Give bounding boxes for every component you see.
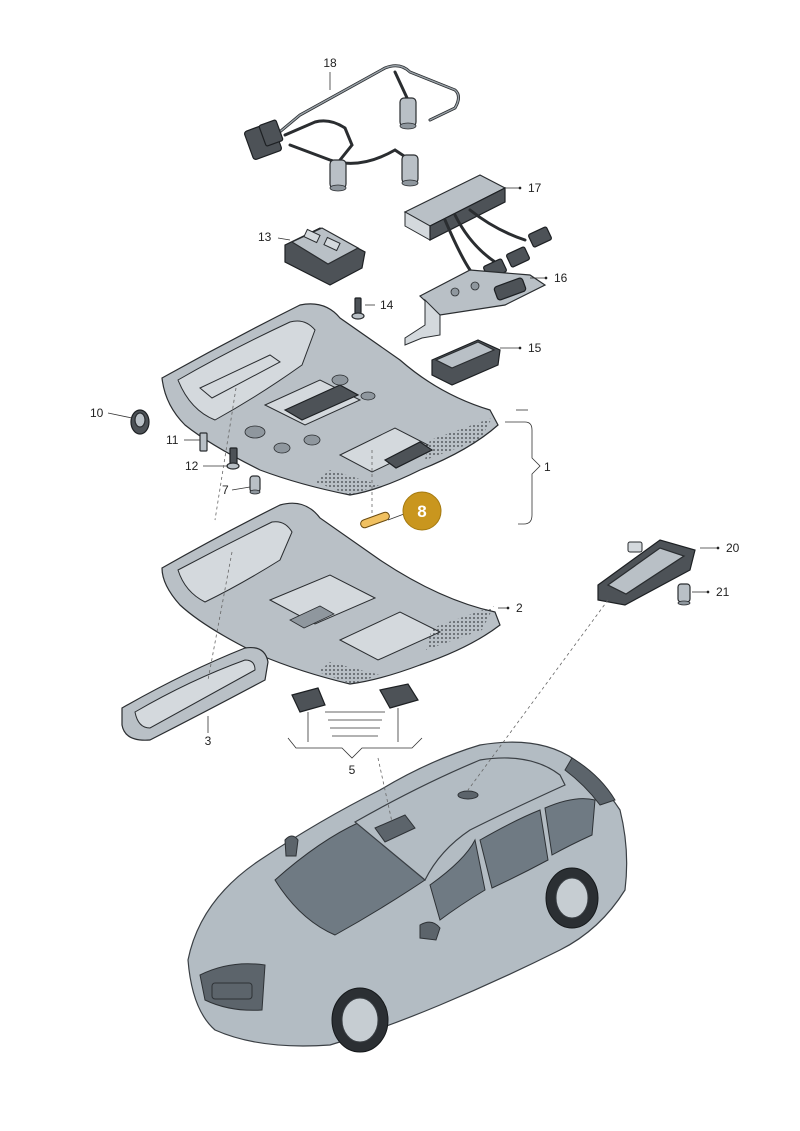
highlight-badge[interactable] bbox=[402, 491, 442, 531]
light-part-20 bbox=[597, 539, 696, 606]
switch-module-part-13 bbox=[284, 227, 366, 286]
callout-14: 14 bbox=[380, 298, 394, 312]
callout-11: 11 bbox=[166, 433, 179, 447]
highlight-badge-label: 8 bbox=[417, 502, 426, 521]
clip-set-part-5 bbox=[291, 683, 419, 737]
callout-21: 21 bbox=[716, 585, 730, 599]
callout-1: 1 bbox=[544, 460, 551, 474]
callout-18: 18 bbox=[323, 56, 337, 70]
leader-lines bbox=[107, 72, 720, 823]
callout-12: 12 bbox=[185, 459, 199, 473]
screw-part-14 bbox=[351, 297, 365, 320]
highlight-callout-8[interactable]: 8 bbox=[402, 491, 442, 531]
bulb-part-7 bbox=[249, 475, 261, 495]
clip-part-10 bbox=[130, 409, 150, 435]
clip-part-11 bbox=[199, 432, 208, 452]
bulb-part-21 bbox=[677, 583, 691, 606]
callout-5: 5 bbox=[349, 763, 356, 777]
screw-part-12 bbox=[226, 447, 240, 470]
callout-17: 17 bbox=[528, 181, 542, 195]
bracket-part-16 bbox=[404, 269, 547, 346]
switch-part-15 bbox=[431, 339, 501, 386]
callout-labels: 18 17 13 16 14 15 10 11 1 12 7 20 21 2 3… bbox=[90, 56, 740, 777]
callout-3: 3 bbox=[205, 734, 212, 748]
callout-2: 2 bbox=[516, 601, 523, 615]
wiring-harness-part-18 bbox=[244, 64, 460, 192]
callout-10: 10 bbox=[90, 406, 104, 420]
bulb-part-8 bbox=[360, 511, 390, 529]
car-illustration bbox=[187, 741, 628, 1053]
callout-20: 20 bbox=[726, 541, 740, 555]
callout-7: 7 bbox=[222, 483, 229, 497]
lens-part-3 bbox=[121, 646, 269, 741]
roof-console-assembly-part-1 bbox=[161, 303, 499, 496]
callout-16: 16 bbox=[554, 271, 568, 285]
callout-13: 13 bbox=[258, 230, 272, 244]
callout-15: 15 bbox=[528, 341, 542, 355]
trim-panel-part-2 bbox=[161, 502, 501, 685]
